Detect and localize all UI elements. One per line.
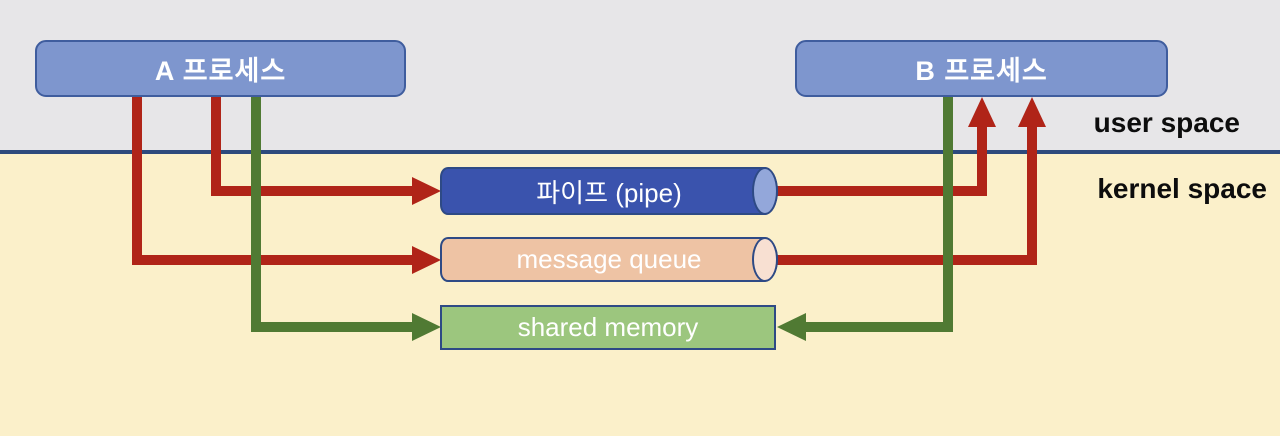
message-queue-label: message queue [516,244,702,274]
arrow-a-to-pipe-head [412,177,441,205]
arrow-b-to-shared-memory-line [806,92,953,332]
message-queue-end-cap [752,237,778,282]
process-b-box: B 프로세스 [795,40,1168,97]
arrow-b-to-shared-memory-head [777,313,806,341]
arrow-message-queue-to-b-line [772,126,1037,265]
pipe-cylinder: 파이프 (pipe) [440,167,778,215]
message-queue-cylinder: message queue [440,237,778,282]
arrow-pipe-to-b-head [968,97,996,127]
process-a-label: A 프로세스 [154,56,287,86]
arrow-message-queue-to-b-head [1018,97,1046,127]
arrow-a-to-shared-memory-head [412,313,441,341]
arrow-a-to-message-queue-head [412,246,441,274]
arrow-pipe-to-b-line [772,126,987,196]
pipe-label: 파이프 (pipe) [536,177,682,208]
arrow-a-to-shared-memory-line [251,92,412,332]
arrow-a-to-message-queue-line [132,92,412,265]
kernel-space-label: kernel space [1097,173,1267,204]
shared-memory-label: shared memory [517,312,699,342]
arrow-a-to-pipe-line [211,92,412,196]
shared-memory-box: shared memory [440,305,776,350]
process-b-label: B 프로세스 [915,56,1048,86]
space-divider-line [0,150,1280,154]
process-a-box: A 프로세스 [35,40,406,97]
pipe-cylinder-end-cap [752,167,778,215]
user-space-label: user space [1093,107,1240,138]
